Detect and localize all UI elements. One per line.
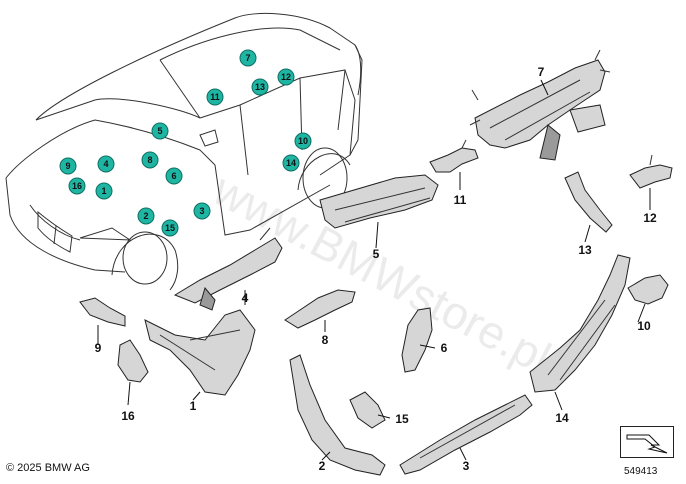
diagram-id: 549413: [624, 466, 658, 477]
part-callout-1: 1: [190, 399, 197, 413]
part-9: [79, 297, 126, 327]
part-callout-12: 12: [643, 211, 657, 225]
marker-label: 15: [165, 223, 175, 233]
car-marker-3: 3: [193, 202, 211, 220]
part-11: [429, 139, 479, 173]
marker-label: 14: [286, 158, 296, 168]
marker-label: 6: [171, 171, 176, 181]
marker-label: 12: [281, 72, 291, 82]
marker-label: 2: [143, 211, 148, 221]
marker-circle: [151, 122, 169, 140]
marker-circle: [193, 202, 211, 220]
marker-circle: [97, 155, 115, 173]
car-marker-7: 7: [239, 49, 257, 67]
part-callout-6: 6: [441, 341, 448, 355]
car-marker-12: 12: [277, 68, 295, 86]
marker-label: 13: [255, 82, 265, 92]
marker-circle: [68, 177, 86, 195]
part-15: [349, 391, 386, 429]
car-marker-8: 8: [141, 151, 159, 169]
part-callout-5: 5: [373, 247, 380, 261]
marker-circle: [141, 151, 159, 169]
car-marker-15: 15: [161, 219, 179, 237]
part-7: [469, 49, 611, 161]
marker-label: 9: [65, 161, 70, 171]
car-marker-16: 16: [68, 177, 86, 195]
part-callout-2: 2: [319, 459, 326, 473]
part-callout-8: 8: [322, 333, 329, 347]
car-marker-2: 2: [137, 207, 155, 225]
part-callout-4: 4: [242, 291, 249, 305]
part-8: [284, 289, 356, 329]
marker-circle: [59, 157, 77, 175]
part-13: [564, 171, 613, 233]
part-1: [144, 309, 256, 396]
marker-circle: [294, 132, 312, 150]
marker-circle: [282, 154, 300, 172]
car-marker-9: 9: [59, 157, 77, 175]
marker-label: 16: [72, 181, 82, 191]
car-marker-11: 11: [206, 88, 224, 106]
vehicle-outline: [5, 12, 363, 291]
part-callout-10: 10: [637, 319, 651, 333]
marker-label: 10: [298, 136, 308, 146]
navigation-arrow-box[interactable]: [620, 426, 674, 458]
marker-label: 3: [199, 206, 204, 216]
part-2: [289, 354, 386, 476]
marker-circle: [277, 68, 295, 86]
car-marker-14: 14: [282, 154, 300, 172]
part-6: [401, 307, 433, 373]
marker-label: 5: [157, 126, 162, 136]
marker-circle: [95, 182, 113, 200]
marker-label: 4: [103, 159, 108, 169]
marker-circle: [165, 167, 183, 185]
marker-circle: [161, 219, 179, 237]
marker-circle: [137, 207, 155, 225]
part-callout-15: 15: [395, 412, 409, 426]
part-16: [117, 339, 149, 383]
arrow-right-down-icon: [626, 434, 668, 454]
marker-label: 8: [147, 155, 152, 165]
marker-label: 7: [245, 53, 250, 63]
part-callout-14: 14: [555, 411, 569, 425]
part-14: [529, 254, 631, 393]
part-3: [399, 394, 533, 475]
part-4: [173, 227, 283, 311]
marker-circle: [239, 49, 257, 67]
part-callout-9: 9: [95, 341, 102, 355]
part-5: [319, 174, 439, 229]
part-10: [627, 274, 669, 305]
marker-circle: [251, 78, 269, 96]
part-callout-11: 11: [454, 193, 467, 207]
marker-circle: [206, 88, 224, 106]
copyright-notice: © 2025 BMW AG: [6, 462, 90, 474]
part-callout-7: 7: [538, 65, 545, 79]
car-marker-5: 5: [151, 122, 169, 140]
marker-label: 1: [101, 186, 106, 196]
car-marker-13: 13: [251, 78, 269, 96]
car-marker-10: 10: [294, 132, 312, 150]
car-marker-6: 6: [165, 167, 183, 185]
marker-label: 11: [210, 92, 220, 102]
car-marker-4: 4: [97, 155, 115, 173]
leader-lines: [97, 79, 651, 461]
part-callout-16: 16: [121, 409, 135, 423]
part-12: [629, 154, 673, 189]
car-marker-1: 1: [95, 182, 113, 200]
part-callout-3: 3: [463, 459, 470, 473]
part-callout-13: 13: [578, 243, 592, 257]
